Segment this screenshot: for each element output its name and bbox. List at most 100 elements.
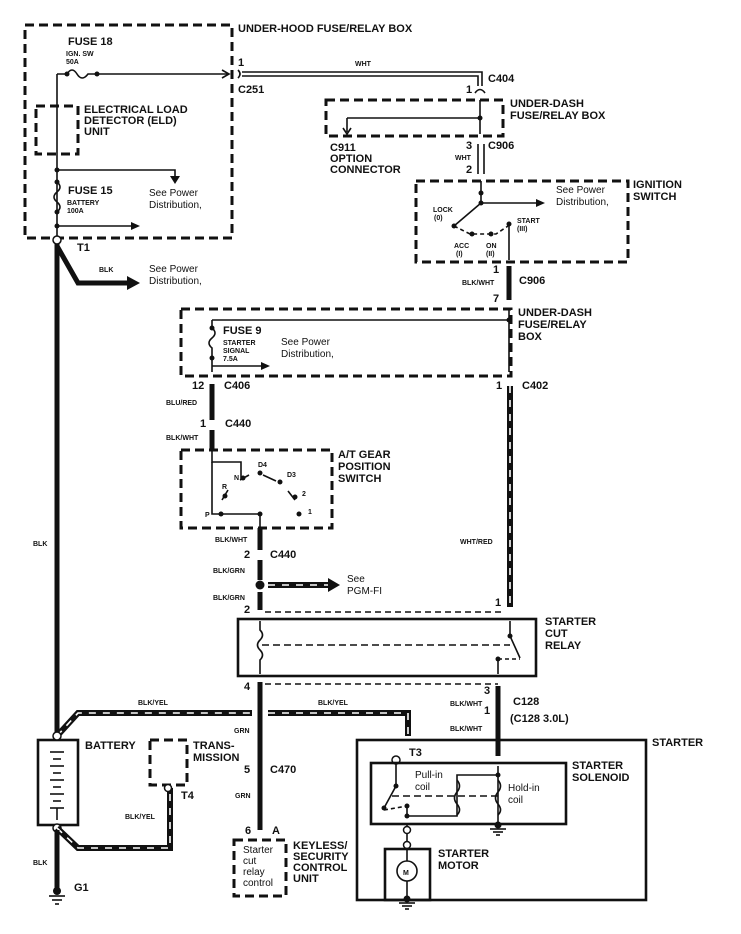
keyless-label-1: KEYLESS/ <box>293 840 347 852</box>
connector-c906-a: C906 <box>488 140 514 152</box>
relay-label-1: STARTER <box>545 616 596 628</box>
hold-in-label: Hold-in <box>508 783 540 794</box>
fuse9-symbol <box>208 320 216 372</box>
fuse18-rating: 50A <box>66 59 79 66</box>
pin-3-c906: 3 <box>466 140 472 152</box>
motor-icon <box>396 860 418 882</box>
wire-label-blk-grn-1: BLK/GRN <box>213 568 245 575</box>
see-power-3b: Distribution, <box>281 349 334 360</box>
see-power-1b: Distribution, <box>149 200 202 211</box>
gear-d4: D4 <box>258 462 267 469</box>
eld-label-3: UNIT <box>84 126 110 138</box>
terminal-t3: T3 <box>409 747 422 759</box>
gear-label-2: POSITION <box>338 461 391 473</box>
connector-c470: C470 <box>270 764 296 776</box>
battery-cells-icon <box>50 751 64 820</box>
terminal-t1: T1 <box>77 242 90 254</box>
lock-label: LOCK <box>433 207 453 214</box>
pin-1-relay: 1 <box>495 597 501 609</box>
keyless-label-2: SECURITY <box>293 851 349 863</box>
under-hood-fuse-box <box>23 23 234 240</box>
pin-1-c128: 1 <box>484 705 490 717</box>
under-dash-mid-label-3: BOX <box>518 331 543 343</box>
transmission-label-1: TRANS- <box>193 740 235 752</box>
connector-c440-b: C440 <box>270 549 296 561</box>
connector-c906-b: C906 <box>519 275 545 287</box>
keyless-label-3: CONTROL <box>293 862 348 874</box>
wire-label-blk-grn-2: BLK/GRN <box>213 595 245 602</box>
pull-in-label: Pull-in <box>415 770 443 781</box>
battery-label: BATTERY <box>85 740 136 752</box>
wire-label-blk-main: BLK <box>33 541 47 548</box>
terminal-a: A <box>272 825 280 837</box>
see-power-2b: Distribution, <box>556 197 609 208</box>
solenoid-label-1: STARTER <box>572 760 623 772</box>
wire-label-grn-1: GRN <box>234 728 250 735</box>
wire-label-blk: BLK <box>99 267 113 274</box>
acc-label: ACC <box>454 243 469 250</box>
eld-label-2: DETECTOR (ELD) <box>84 115 177 127</box>
gear-position-switch <box>179 448 334 530</box>
pin-2-relay: 2 <box>244 604 250 616</box>
wire-label-blk-yel-2: BLK/YEL <box>318 700 349 707</box>
pin-2-c440: 2 <box>244 549 250 561</box>
fuse18-label: FUSE 18 <box>68 36 113 48</box>
transmission <box>148 738 189 787</box>
relay-label-2: CUT <box>545 628 568 640</box>
wire-label-blk-yel-3: BLK/YEL <box>125 814 156 821</box>
wire-label-grn-2: GRN <box>235 793 251 800</box>
terminal-t4: T4 <box>181 790 195 802</box>
arrow-right-icon <box>127 276 140 290</box>
connector-c128-30l: (C128 3.0L) <box>510 713 569 725</box>
lock-num: (0) <box>434 215 443 222</box>
gear-d3: D3 <box>287 472 296 479</box>
wire-label-blk-wht-c128b: BLK/WHT <box>450 726 483 733</box>
option-label: OPTION <box>330 153 372 165</box>
see-power-4: See Power <box>149 264 199 275</box>
fuse9-desc2: SIGNAL <box>223 348 250 355</box>
gear-label-1: A/T GEAR <box>338 449 391 461</box>
see-pgm-2: PGM-FI <box>347 586 382 597</box>
keyless-label-4: UNIT <box>293 873 319 885</box>
fuse15-symbol <box>53 181 61 213</box>
under-dash-top-label-2: FUSE/RELAY BOX <box>510 110 606 122</box>
relay-label-3: RELAY <box>545 640 582 652</box>
acc-num: (I) <box>456 251 463 258</box>
keyless-inner-1: Starter <box>243 845 274 856</box>
starter-label: STARTER <box>652 737 703 749</box>
pin-4-relay: 4 <box>244 681 251 693</box>
pin-3-c128: 3 <box>484 685 490 697</box>
wire-label-blk-wht-gear: BLK/WHT <box>215 537 248 544</box>
pin-6: 6 <box>245 825 251 837</box>
fuse18-arrow <box>221 69 231 79</box>
gear-r: R <box>222 484 227 491</box>
keyless-security-unit <box>232 838 288 898</box>
motor-label-2: MOTOR <box>438 860 479 872</box>
see-power-2: See Power <box>556 185 606 196</box>
eld-unit <box>34 104 80 156</box>
gear-2: 2 <box>302 491 306 498</box>
wire-label-blk-wht-ign: BLK/WHT <box>462 280 495 287</box>
see-power-3: See Power <box>281 337 331 348</box>
gear-p: P <box>205 512 210 519</box>
connector-c440-a: C440 <box>225 418 251 430</box>
wire-label-blk-yel-1: BLK/YEL <box>138 700 169 707</box>
starter-solenoid <box>369 761 568 826</box>
connector-c251: C251 <box>238 84 264 96</box>
wire-label-wht-red: WHT/RED <box>460 539 493 546</box>
keyless-inner-4: control <box>243 878 273 889</box>
c911-label: C911 <box>330 142 356 154</box>
arrow-right-icon <box>328 578 340 592</box>
fuse15-label: FUSE 15 <box>68 185 113 197</box>
keyless-inner-2: cut <box>243 856 257 867</box>
fuse9-label: FUSE 9 <box>223 325 262 337</box>
keyless-inner-3: relay <box>243 867 265 878</box>
terminal-g1: G1 <box>74 882 89 894</box>
connector-c404: C404 <box>488 73 515 85</box>
pin-1-c402: 1 <box>496 380 502 392</box>
pin-5-c470: 5 <box>244 764 250 776</box>
on-num: (II) <box>486 251 495 258</box>
transmission-label-2: MISSION <box>193 752 240 764</box>
wire-label-blu-red: BLU/RED <box>166 400 197 407</box>
pull-in-coil: coil <box>415 782 430 793</box>
